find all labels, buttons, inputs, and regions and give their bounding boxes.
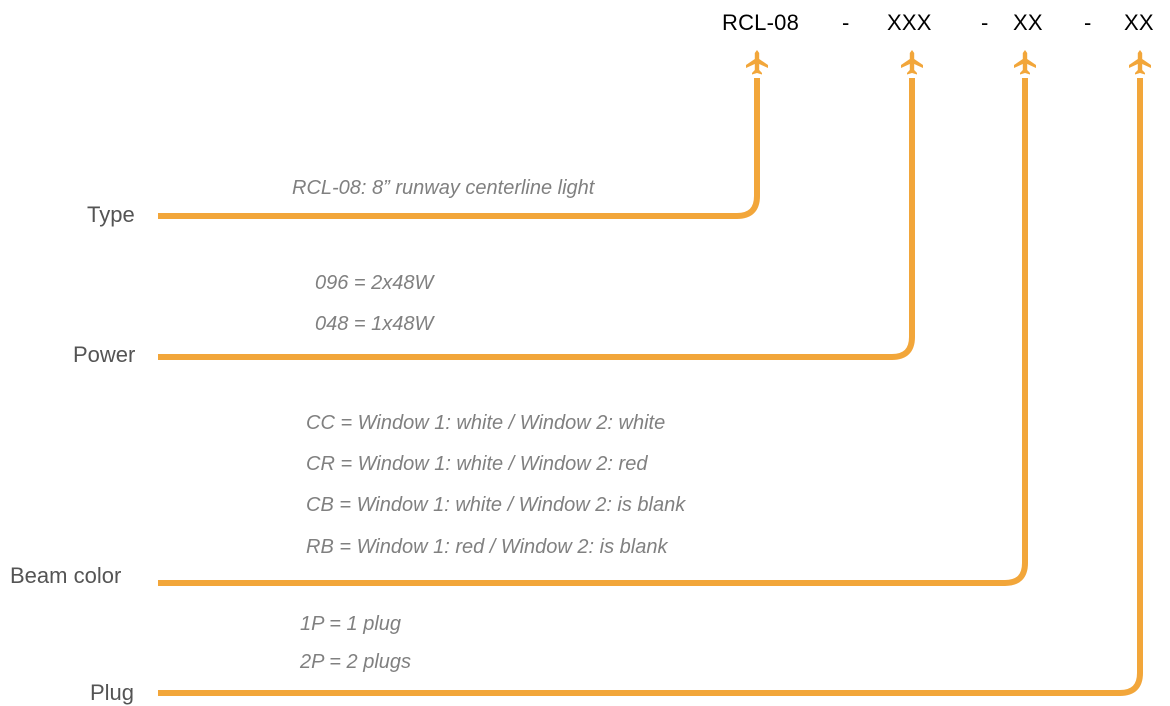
- option-beam-color: CC = Window 1: white / Window 2: white: [306, 412, 666, 434]
- option-beam-color: CR = Window 1: white / Window 2: red: [306, 453, 648, 475]
- option-plug: 1P = 1 plug: [300, 613, 402, 635]
- row-label-power: Power: [73, 342, 136, 367]
- row-label-type: Type: [87, 202, 135, 227]
- connector-plug: [158, 78, 1143, 696]
- code-separator: -: [1084, 10, 1092, 35]
- row-label-plug: Plug: [90, 680, 135, 705]
- option-beam-color: CB = Window 1: white / Window 2: is blan…: [306, 494, 686, 516]
- airplane-icon: [1129, 50, 1151, 75]
- airplane-icon: [901, 50, 923, 75]
- option-power: 096 = 2x48W: [315, 272, 434, 294]
- connector-type: [158, 78, 760, 219]
- airplane-icon: [1014, 50, 1036, 75]
- option-type: RCL-08: 8” runway centerline light: [292, 177, 595, 199]
- row-label-beam-color: Beam color: [10, 563, 122, 588]
- option-beam-color: RB = Window 1: red / Window 2: is blank: [306, 536, 668, 558]
- option-plug: 2P = 2 plugs: [300, 651, 412, 673]
- code-segment-beam-color: XX: [1013, 10, 1043, 35]
- code-separator: -: [842, 10, 850, 35]
- code-separator: -: [981, 10, 989, 35]
- connector-beam-color: [158, 78, 1028, 586]
- connector-power: [158, 78, 915, 360]
- option-power: 048 = 1x48W: [315, 313, 434, 335]
- code-segment-power: XXX: [887, 10, 932, 35]
- code-segment-plug: XX: [1124, 10, 1154, 35]
- code-prefix: RCL-08: [722, 10, 800, 35]
- airplane-icon: [746, 50, 768, 75]
